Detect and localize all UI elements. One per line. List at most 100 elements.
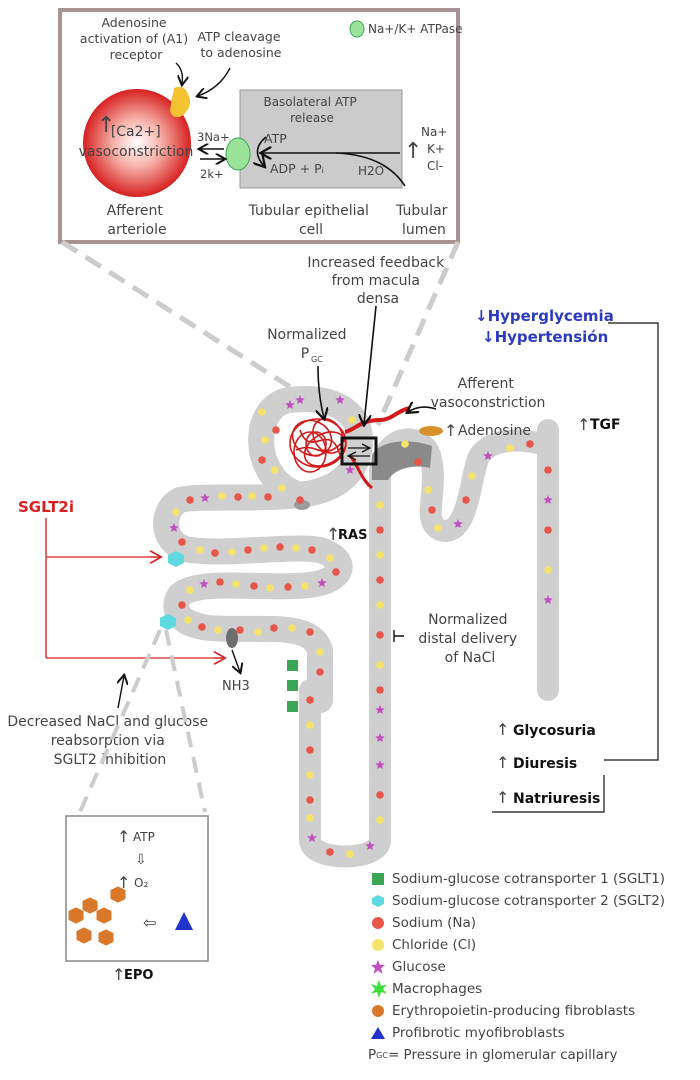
ca-up-arrow: ↑ — [97, 113, 115, 138]
vasoconstriction-arrow — [408, 407, 437, 412]
glucose-molecule — [365, 841, 375, 850]
chloride-molecule — [376, 661, 384, 669]
distal-marker — [393, 630, 404, 642]
chloride-molecule — [346, 850, 354, 858]
svg-text:↑: ↑ — [112, 965, 125, 984]
sodium-molecule — [316, 668, 324, 676]
normalized-distal-label: Normalized distal delivery of NaCl — [418, 612, 521, 666]
chloride-molecule — [258, 408, 266, 416]
sglt2i-bracket — [45, 518, 222, 659]
natriuresis-label: Natriuresis — [513, 791, 600, 807]
sodium-molecule — [272, 426, 280, 434]
sodium-molecule — [332, 568, 340, 576]
sodium-molecule — [376, 631, 384, 639]
legend-item-myofibroblasts: Profibrotic myofibroblasts — [370, 1022, 565, 1044]
sodium-molecule — [414, 458, 422, 466]
chloride-molecule — [316, 648, 324, 656]
sodium-molecule — [234, 493, 242, 501]
chloride-molecule — [196, 546, 204, 554]
epo-label: EPO — [124, 968, 153, 983]
proximal-tubule — [153, 482, 353, 713]
glucose-molecule — [543, 495, 553, 504]
normalized-pgc-label: Normalized P — [267, 327, 351, 362]
basolateral-label: Basolateral ATP release — [263, 95, 360, 125]
glucose-molecule — [307, 833, 317, 842]
glucose-molecule — [295, 395, 305, 404]
chloride-molecule — [434, 524, 442, 532]
sglt1-transporter — [287, 660, 298, 671]
diuresis-label: Diuresis — [513, 756, 577, 772]
a1-receptor — [170, 86, 190, 118]
atpase-legend-icon — [349, 20, 365, 38]
glucose-molecule — [543, 595, 553, 604]
zoom-box — [340, 436, 378, 466]
chloride-molecule — [301, 582, 309, 590]
sodium-molecule — [306, 746, 314, 754]
tubular-cell-caption: Tubular epithelial cell — [248, 203, 374, 238]
sodium-molecule — [376, 526, 384, 534]
legend-item-sglt2: Sodium-glucose cotransporter 2 (SGLT2) — [370, 890, 665, 912]
nh3-cell — [226, 628, 238, 648]
ca-vasoconstriction-label: [Ca2+] vasoconstriction — [79, 124, 194, 160]
h2o-label: H2O — [358, 164, 384, 178]
chloride-molecule — [288, 624, 296, 632]
chloride-molecule — [306, 721, 314, 729]
chloride-molecule — [292, 544, 300, 552]
legend-item-epo-fibroblasts: Erythropoietin-producing fibroblasts — [370, 1000, 635, 1022]
bottom-o2-label: O₂ — [134, 876, 148, 890]
star-icon — [370, 959, 386, 975]
glucose-molecule — [285, 400, 295, 409]
glomerulus — [289, 418, 347, 473]
chloride-molecule — [271, 466, 279, 474]
svg-text:↑: ↑ — [117, 873, 130, 892]
adenosine-a1-label: Adenosine activation of (A1) receptor — [80, 15, 192, 62]
chloride-molecule — [401, 440, 409, 448]
chloride-molecule — [214, 626, 222, 634]
adenosine-icon — [419, 426, 443, 436]
afferent-arteriole-caption: Afferent arteriole — [107, 203, 168, 238]
bottom-atp-label: ATP — [133, 830, 155, 844]
sodium-molecule — [250, 582, 258, 590]
chloride-molecule — [326, 554, 334, 562]
sodium-molecule — [258, 456, 266, 464]
myofibroblast-icon — [175, 912, 193, 930]
glucose-molecule — [345, 465, 355, 474]
tubule-molecules — [169, 395, 553, 858]
atp-inner-label: ATP — [264, 131, 287, 146]
sodium-molecule — [264, 493, 272, 501]
sodium-molecule — [186, 496, 194, 504]
svg-text:↑: ↑ — [117, 827, 130, 846]
sodium-molecule — [306, 628, 314, 636]
chloride-molecule — [186, 586, 194, 594]
sodium-molecule — [428, 506, 436, 514]
sodium-molecule — [526, 440, 534, 448]
sodium-molecule — [462, 496, 470, 504]
chloride-molecule — [376, 601, 384, 609]
loop-of-henle — [299, 459, 391, 868]
sodium-molecule — [244, 546, 252, 554]
feedback-bracket — [604, 322, 659, 761]
ions-label: Na+ K+ Cl- — [421, 125, 451, 173]
tgf-label: TGF — [590, 417, 621, 433]
sodium-molecule — [308, 546, 316, 554]
macula-densa — [372, 441, 432, 480]
glucose-molecule — [453, 519, 463, 528]
chloride-molecule — [306, 814, 314, 822]
chloride-molecule — [248, 492, 256, 500]
svg-text:↑: ↑ — [577, 415, 590, 434]
chloride-molecule — [544, 566, 552, 574]
triangle-icon — [370, 1025, 386, 1041]
pgc-arrow — [318, 365, 324, 418]
chloride-molecule — [260, 544, 268, 552]
sodium-molecule — [544, 466, 552, 474]
glycosuria-label: Glycosuria — [513, 723, 596, 739]
glucose-molecule — [200, 493, 210, 502]
chloride-molecule — [468, 472, 476, 480]
chloride-molecule — [376, 816, 384, 824]
sodium-molecule — [198, 623, 206, 631]
cleavage-arrow — [198, 67, 231, 96]
sglt1-transporter — [287, 680, 298, 691]
ions-up-arrow: ↑ — [404, 139, 422, 164]
sodium-molecule — [296, 496, 304, 504]
